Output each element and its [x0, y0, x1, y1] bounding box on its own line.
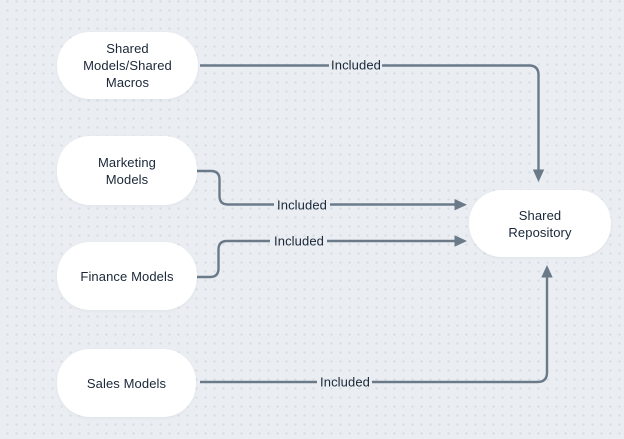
node-finance-models[interactable]: Finance Models: [57, 242, 197, 310]
edge-line: [372, 277, 549, 384]
node-shared-repository[interactable]: Shared Repository: [469, 190, 611, 257]
edge-label-included[interactable]: Included: [331, 57, 381, 73]
edge-line: [197, 169, 274, 206]
node-label: Shared Repository: [508, 207, 572, 240]
edge-marketing-to-repository[interactable]: [197, 169, 467, 211]
node-sales-models[interactable]: Sales Models: [57, 349, 196, 417]
node-label: Sales Models: [86, 375, 167, 391]
edge-sales-to-repository[interactable]: [200, 265, 553, 384]
edge-label-included[interactable]: Included: [274, 233, 324, 249]
edge-line: [382, 64, 540, 170]
node-label: Finance Models: [80, 268, 174, 284]
arrowhead-right-icon: [454, 235, 467, 247]
edge-label-included[interactable]: Included: [320, 374, 370, 390]
arrowhead-down-icon: [532, 169, 545, 182]
node-marketing-models[interactable]: Marketing Models: [57, 136, 197, 205]
arrowhead-up-icon: [541, 265, 553, 278]
edge-shared-models-to-repository[interactable]: [200, 64, 545, 183]
edge-line: [196, 239, 270, 279]
edge-label-included[interactable]: Included: [277, 197, 327, 213]
node-shared-models-shared-macros[interactable]: Shared Models/Shared Macros: [57, 32, 198, 99]
edge-finance-to-repository[interactable]: [196, 235, 467, 279]
node-label: Marketing Models: [98, 154, 156, 187]
arrowhead-right-icon: [454, 199, 467, 211]
node-label: Shared Models/Shared Macros: [83, 41, 172, 90]
